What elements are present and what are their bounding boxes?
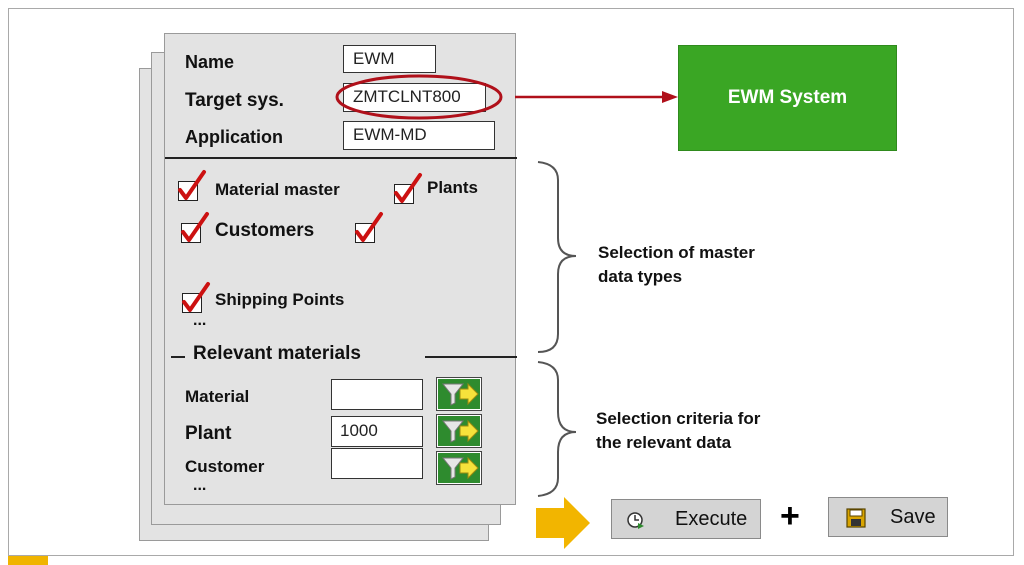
name-field[interactable]: EWM [343,45,436,73]
checkbox-material-master[interactable] [178,170,206,201]
filter-arrow-icon [438,416,480,446]
arrow-right-icon [515,91,678,103]
material-filter-button[interactable] [436,377,482,411]
master-data-note: Selection of master data types [598,241,755,289]
plants-label: Plants [427,178,479,197]
plant-filter-button[interactable] [436,414,482,448]
target-sys-label: Target sys. [185,90,284,111]
ewm-system-box: EWM System [678,45,897,151]
save-disk-icon [846,508,866,528]
plant-field[interactable]: 1000 [331,416,423,447]
execute-clock-icon [627,512,644,529]
target-sys-field[interactable]: ZMTCLNT800 [343,83,486,112]
material-field[interactable] [331,379,423,410]
brace-master-data [537,161,577,353]
save-button[interactable]: Save [828,497,948,537]
checkbox-plants[interactable] [394,173,422,204]
criteria-note-line1: Selection criteria for [596,409,761,428]
shipping-points-label: Shipping Points [215,290,345,309]
application-label: Application [185,127,283,147]
name-label: Name [185,52,235,72]
save-label: Save [890,506,936,528]
selection-screen: Name EWM Target sys. ZMTCLNT800 Applicat… [164,33,517,505]
highlight-oval [335,74,503,120]
checkbox-unlabeled[interactable] [355,212,383,243]
checkbox-shipping-points[interactable] [182,282,210,313]
material-label: Material [185,387,250,406]
master-note-line2: data types [598,267,683,286]
go-arrow-icon [536,497,590,549]
relevant-more: ... [193,477,207,494]
customer-label: Customer [185,457,265,476]
group-line-right [425,356,517,358]
filter-arrow-icon [438,379,480,409]
checkmark-icon [182,282,210,312]
plant-label: Plant [185,423,232,444]
corner-accent [8,556,48,565]
slide-frame [8,8,1014,556]
checkbox-customers[interactable] [181,212,209,243]
brace-relevant-data [537,361,577,497]
criteria-note: Selection criteria for the relevant data [596,407,760,455]
checkmark-icon [355,212,383,242]
checkmark-icon [181,212,209,242]
plus-sign: + [780,497,800,535]
application-field[interactable]: EWM-MD [343,121,495,150]
criteria-note-line2: the relevant data [596,433,732,452]
master-note-line1: Selection of master [598,243,755,262]
section-divider [165,157,517,159]
types-more: ... [193,312,207,329]
group-line-left [171,356,185,358]
checkmark-icon [394,173,422,203]
relevant-materials-title: Relevant materials [193,343,361,364]
checkmark-icon [178,170,206,200]
material-master-label: Material master [215,180,340,199]
execute-button[interactable]: Execute [611,499,761,539]
execute-label: Execute [675,508,748,530]
customers-label: Customers [215,220,315,241]
customer-field[interactable] [331,448,423,479]
filter-arrow-icon [438,453,480,483]
customer-filter-button[interactable] [436,451,482,485]
